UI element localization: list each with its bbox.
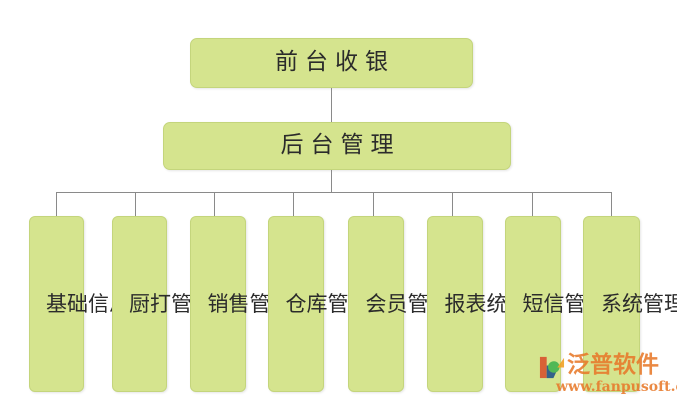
- node-member-management[interactable]: 会员管理: [348, 216, 450, 392]
- node-label-report-statistics: 报表统计: [444, 291, 529, 316]
- node-kitchen-print-management[interactable]: 厨打管理: [112, 216, 213, 392]
- connector-drop-1: [56, 192, 57, 216]
- connector-drop-6: [452, 192, 453, 216]
- node-label-member-management: 会员管理: [365, 291, 450, 316]
- node-label-basic-information: 基础信息: [46, 291, 130, 316]
- connector-drop-8: [611, 192, 612, 216]
- connector-drop-3: [214, 192, 215, 216]
- node-label-kitchen-print-management: 厨打管理: [129, 291, 213, 316]
- connector-drop-4: [293, 192, 294, 216]
- node-label-sales-management: 销售管理: [207, 291, 292, 316]
- node-label-warehouse-management: 仓库管理: [285, 291, 370, 316]
- node-sales-management[interactable]: 销售管理: [190, 216, 292, 392]
- node-report-statistics[interactable]: 报表统计: [427, 216, 529, 392]
- node-front-desk-cashier[interactable]: 前台收银: [190, 38, 473, 88]
- node-label-system-management: 系统管理: [601, 291, 677, 316]
- node-label-sms-management: 短信管理: [522, 291, 607, 316]
- node-backend-management[interactable]: 后台管理: [163, 122, 511, 170]
- connector-root-to-second: [331, 88, 332, 122]
- node-label-front-desk-cashier: 前台收银: [275, 49, 395, 76]
- node-system-management[interactable]: 系统管理: [583, 216, 677, 392]
- node-sms-management[interactable]: 短信管理: [505, 216, 607, 392]
- connector-drop-7: [532, 192, 533, 216]
- node-label-backend-management: 后台管理: [280, 132, 401, 159]
- node-warehouse-management[interactable]: 仓库管理: [268, 216, 370, 392]
- connector-horizontal-bus: [56, 192, 612, 193]
- connector-second-to-bus: [331, 170, 332, 193]
- node-basic-information[interactable]: 基础信息: [29, 216, 130, 392]
- connector-drop-5: [373, 192, 374, 216]
- connector-drop-2: [135, 192, 136, 216]
